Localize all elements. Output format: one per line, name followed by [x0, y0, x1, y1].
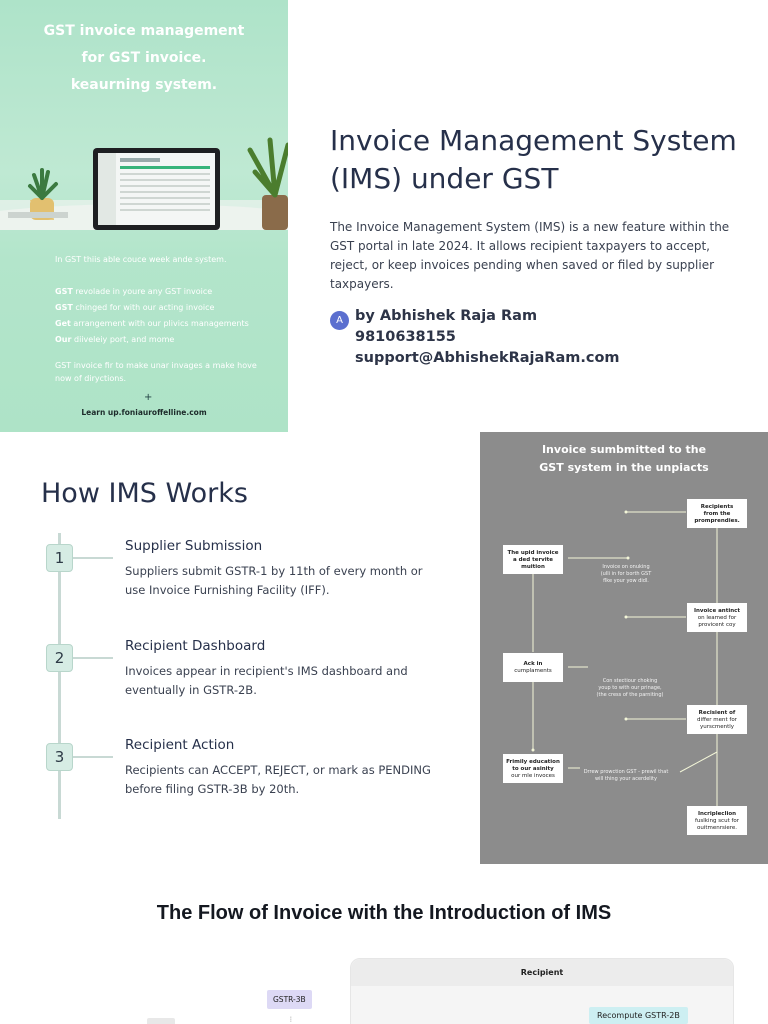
section-title-flow-of-invoice: The Flow of Invoice with the Introductio…	[156, 902, 612, 924]
svg-text:youp to with our prinage,: youp to with our prinage,	[598, 685, 662, 691]
step-heading: Supplier Submission	[125, 538, 263, 554]
svg-text:our mle invoces: our mle invoces	[511, 773, 555, 779]
hero-bullet: GST revolade in youre any GST invoice	[55, 287, 213, 296]
plant-right-icon	[247, 137, 288, 230]
svg-text:to our asinity: to our asinity	[512, 766, 554, 772]
hero-headline-line: keaurning system.	[70, 77, 218, 93]
svg-text:Invoice antinct: Invoice antinct	[694, 608, 740, 614]
svg-text:(the cress of the parniting): (the cress of the parniting)	[597, 692, 664, 698]
flow-note: Con stectiour choking youp to with our p…	[597, 678, 664, 698]
hero-bullet: GST chinged for with our acting invoice	[55, 303, 215, 312]
svg-text:from the: from the	[704, 511, 731, 517]
recompute-gstr2b-node: Recompute GSTR-2B	[589, 1007, 688, 1024]
step-connector	[73, 756, 113, 758]
svg-text:Recisient of: Recisient of	[699, 710, 736, 716]
flow-title-line: Invoice sumbmitted to the	[542, 443, 706, 456]
flow-connectors	[532, 511, 718, 806]
recipient-header: Recipient	[351, 959, 733, 986]
timeline-line	[58, 533, 61, 819]
step-number-badge: 3	[46, 743, 73, 771]
title-block: Invoice Management System (IMS) under GS…	[330, 122, 750, 369]
svg-text:The upid invoice: The upid invoice	[508, 550, 559, 556]
svg-text:Ack in: Ack in	[524, 661, 543, 667]
svg-text:muition: muition	[521, 564, 545, 570]
hero-body-intro: In GST thiis able couce week ande system…	[55, 255, 227, 264]
step-connector	[73, 557, 113, 559]
hero-closing-line: GST invoice fir to make unar invages a m…	[55, 361, 257, 370]
flow-box: Recipients from the promprendies.	[687, 499, 747, 528]
step-description: Invoices appear in recipient's IMS dashb…	[125, 664, 408, 697]
hero-headline-line: GST invoice management	[43, 23, 245, 39]
gstr3b-node: GSTR-3B	[267, 990, 312, 1009]
hero-bullet: Get arrangement with our plivics managem…	[55, 319, 249, 328]
step-description: Suppliers submit GSTR-1 by 11th of every…	[125, 564, 423, 597]
svg-text:Incripleclion: Incripleclion	[698, 811, 736, 817]
hero-headline-line: for GST invoice.	[81, 50, 207, 66]
flow-diagram-image: Invoice sumbmitted to the GST system in …	[480, 432, 768, 864]
plus-icon: +	[144, 392, 153, 403]
flow-note: Drrew prowction GST - prewil that will t…	[584, 769, 669, 782]
step-number-badge: 1	[46, 544, 73, 572]
author-phone: 9810638155	[355, 329, 456, 345]
step-description: Recipients can ACCEPT, REJECT, or mark a…	[125, 763, 431, 796]
svg-text:differ ment for: differ ment for	[697, 717, 738, 723]
author-name: by Abhishek Raja Ram	[355, 308, 538, 324]
author-block: A by Abhishek Raja Ram 9810638155 suppor…	[330, 306, 750, 369]
recipient-panel: Recipient Recompute GSTR-2B	[350, 958, 734, 1024]
svg-text:cumplaments: cumplaments	[514, 668, 552, 674]
svg-text:fuslking scut for: fuslking scut for	[695, 818, 740, 824]
svg-text:flke your yow didl.: flke your yow didl.	[603, 578, 649, 584]
svg-text:provicent coy: provicent coy	[698, 622, 736, 628]
flow-box: Invoice antinct on leamed for provicent …	[687, 603, 747, 632]
step-heading: Recipient Action	[125, 737, 235, 753]
svg-text:Recipients: Recipients	[701, 504, 734, 510]
hero-bullet: Our diiveleiy port, and mome	[55, 335, 175, 344]
flow-diagram-svg: Invoice sumbmitted to the GST system in …	[503, 443, 747, 835]
svg-text:will thing your acerdelity: will thing your acerdelity	[595, 776, 657, 782]
diagram-node-partial	[147, 1018, 175, 1024]
hero-image: GST invoice management for GST invoice. …	[0, 0, 288, 432]
svg-text:Con stectiour choking: Con stectiour choking	[603, 678, 658, 684]
svg-text:Invoice on onuking: Invoice on onuking	[602, 564, 649, 570]
flow-box: Frimily education to our asinity our mle…	[503, 754, 563, 783]
flow-title-line: GST system in the unpiacts	[539, 461, 709, 474]
desk-scene-illustration	[0, 137, 288, 230]
flow-box: Recisient of differ ment for yurscmently	[687, 705, 747, 734]
page-title: Invoice Management System (IMS) under GS…	[330, 124, 737, 195]
svg-text:Drrew prowction GST - prewil t: Drrew prowction GST - prewil that	[584, 769, 669, 775]
hero-closing-line: now of diryctions.	[55, 374, 127, 383]
svg-text:(ulli in for borth GST: (ulli in for borth GST	[601, 571, 653, 577]
author-email[interactable]: support@AbhishekRajaRam.com	[355, 350, 620, 366]
laptop-icon	[93, 148, 220, 230]
svg-text:ouitmenrsiere.: ouitmenrsiere.	[697, 825, 737, 831]
step-number-badge: 2	[46, 644, 73, 672]
svg-text:Frimily education: Frimily education	[506, 759, 560, 765]
flow-box: Ack in cumplaments	[503, 653, 563, 682]
avatar: A	[330, 311, 349, 330]
step-connector	[73, 657, 113, 659]
step-heading: Recipient Dashboard	[125, 638, 266, 654]
section-title-how-ims-works: How IMS Works	[41, 478, 248, 509]
svg-text:a ded tervite: a ded tervite	[513, 557, 553, 563]
flow-box: The upid invoice a ded tervite muition	[503, 545, 563, 574]
flow-box: Incripleclion fuslking scut for ouitmenr…	[687, 806, 747, 835]
svg-text:on leamed for: on leamed for	[698, 615, 737, 621]
hero-footer-link: Learn up.foniauroffelline.com	[81, 408, 207, 417]
svg-text:yurscmently: yurscmently	[700, 724, 735, 730]
flow-dots	[531, 510, 630, 752]
flow-note: Invoice on onuking (ulli in for borth GS…	[601, 564, 653, 584]
intro-paragraph: The Invoice Management System (IMS) is a…	[330, 220, 730, 291]
vertical-dots-icon: ⋮	[288, 1016, 294, 1023]
svg-text:promprendies.: promprendies.	[694, 518, 739, 524]
